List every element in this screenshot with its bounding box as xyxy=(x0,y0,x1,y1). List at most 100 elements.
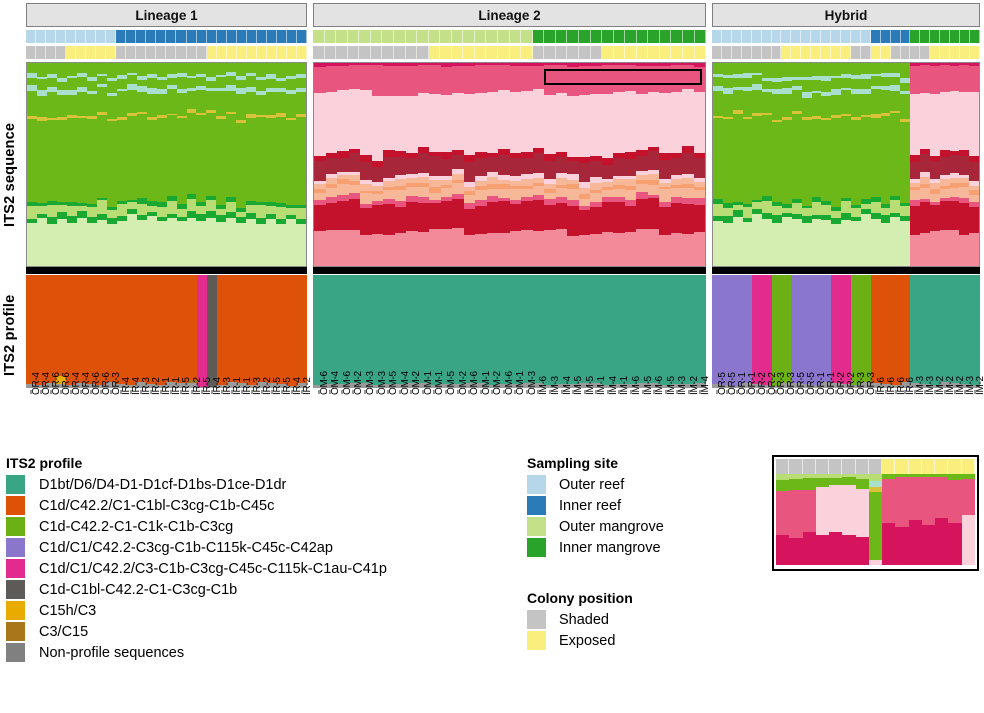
sampling-site-strip-1 xyxy=(26,30,307,43)
bar-segment xyxy=(106,223,117,266)
bar-segment xyxy=(296,116,306,205)
stacked-bar xyxy=(860,275,871,388)
bar-segment xyxy=(880,215,891,223)
bar-segment xyxy=(406,183,418,188)
stacked-bar xyxy=(27,63,37,266)
bar-segment xyxy=(647,184,659,195)
bar-segment xyxy=(732,205,743,211)
bar-segment xyxy=(841,116,852,198)
bar-segment xyxy=(831,117,842,208)
bar-segment xyxy=(544,65,556,95)
bar-segment xyxy=(939,201,950,230)
bar-segment xyxy=(624,206,636,232)
stacked-bar xyxy=(624,63,636,266)
bar-segment xyxy=(683,383,695,388)
annotation-cell xyxy=(910,30,921,43)
bar-segment xyxy=(176,275,187,384)
bar-segment xyxy=(647,198,659,229)
annotation-cell xyxy=(136,30,147,43)
bar-segment xyxy=(659,178,671,183)
bar-segment xyxy=(106,206,117,210)
stacked-bar xyxy=(880,63,891,266)
panel-separator-bar xyxy=(712,267,980,274)
bar-segment xyxy=(870,218,881,266)
bar-segment xyxy=(156,63,167,78)
annotation-cell xyxy=(486,46,498,59)
bar-segment xyxy=(910,94,921,155)
bar-segment xyxy=(782,204,792,208)
bar-segment xyxy=(452,63,464,67)
bar-segment xyxy=(46,204,57,217)
bar-segment xyxy=(713,90,723,116)
bar-segment xyxy=(276,63,287,79)
stacked-bar xyxy=(406,63,418,266)
bar-segment xyxy=(949,177,960,184)
bar-segment xyxy=(659,275,672,385)
bar-segment xyxy=(126,116,137,200)
bar-segment xyxy=(762,92,773,113)
bar-segment xyxy=(475,190,487,201)
x-tick: IM-5 xyxy=(660,376,677,448)
bar-segment xyxy=(56,218,67,266)
bar-segment xyxy=(742,118,753,205)
bar-segment xyxy=(196,386,207,388)
stacked-bar xyxy=(910,275,921,388)
stacked-bar xyxy=(694,275,706,388)
annotation-cell xyxy=(440,46,452,59)
x-tick: IM-2 xyxy=(683,376,700,448)
bar-segment xyxy=(613,202,625,233)
bar-segment xyxy=(762,63,773,78)
tick-mark xyxy=(653,390,655,394)
bar-segment xyxy=(713,63,723,75)
bar-segment xyxy=(216,91,227,116)
bar-segment xyxy=(266,202,277,207)
bar-segment xyxy=(900,122,911,204)
bar-segment xyxy=(890,85,901,91)
bar-segment xyxy=(463,182,475,188)
bar-segment xyxy=(890,275,901,386)
annotation-cell xyxy=(393,30,406,43)
bar-segment xyxy=(36,78,47,91)
bar-segment xyxy=(76,87,87,92)
bar-segment xyxy=(360,203,372,208)
bar-segment xyxy=(870,63,881,74)
bar-segment xyxy=(722,119,733,204)
inset-bar-segment xyxy=(829,477,843,485)
bar-segment xyxy=(590,190,602,193)
legend-item-label: C3/C15 xyxy=(39,623,89,640)
bar-segment xyxy=(256,80,267,91)
annotation-cell xyxy=(286,30,297,43)
bar-segment xyxy=(96,197,107,201)
bar-segment xyxy=(429,175,441,180)
annotation-cell xyxy=(712,46,722,59)
legend-swatch-icon xyxy=(6,496,25,515)
bar-segment xyxy=(860,204,871,210)
bar-segment xyxy=(428,384,441,388)
bar-segment xyxy=(370,275,383,385)
annotation-cell xyxy=(930,46,941,59)
bar-segment xyxy=(910,154,921,162)
bar-segment xyxy=(116,220,127,266)
bar-segment xyxy=(452,198,464,229)
bar-segment xyxy=(394,65,406,96)
bar-segment xyxy=(555,184,567,189)
stacked-bar xyxy=(226,63,237,266)
annotation-cell xyxy=(56,46,67,59)
inset-stacked-bar xyxy=(776,474,790,565)
bar-segment xyxy=(360,89,372,156)
bar-segment xyxy=(555,384,568,388)
legend-item: Exposed xyxy=(527,630,633,651)
bar-segment xyxy=(959,183,970,187)
bar-segment xyxy=(66,205,77,217)
bar-segment xyxy=(722,74,733,78)
stacked-bar xyxy=(46,63,57,266)
bar-segment xyxy=(762,200,773,214)
bar-segment xyxy=(36,90,47,96)
bar-segment xyxy=(521,66,533,91)
bar-segment xyxy=(841,114,852,117)
annotation-cell xyxy=(26,46,37,59)
bar-segment xyxy=(256,275,267,382)
annotation-cell xyxy=(474,46,487,59)
bar-segment xyxy=(762,115,773,196)
stacked-bar xyxy=(216,63,227,266)
